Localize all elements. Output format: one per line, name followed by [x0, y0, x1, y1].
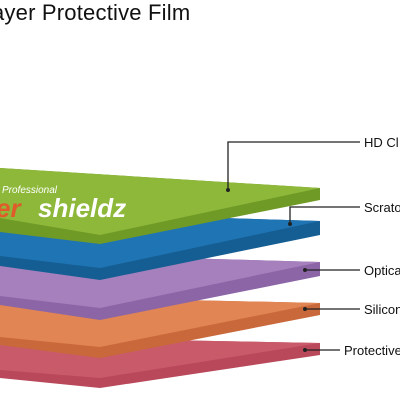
layer-hd-clear-top	[0, 168, 320, 235]
leader-dot-protective	[303, 348, 307, 352]
leader-dot-silicone	[303, 307, 307, 311]
leader-line-hd-clear	[227, 141, 360, 190]
label-optical: Optica	[364, 263, 400, 278]
brand-small: Professional	[2, 185, 58, 196]
brand-main-right: shieldz	[38, 193, 126, 223]
layer-hd-clear: Professional er shieldz	[0, 168, 320, 244]
leader-dot-optical	[303, 268, 307, 272]
label-scratch: Scrato	[364, 200, 400, 215]
leader-dot-scratch	[288, 222, 292, 226]
leader-lines	[227, 141, 360, 351]
label-silicone: Silicon	[364, 302, 400, 317]
leader-line-scratch	[289, 206, 360, 224]
label-protective: Protective	[344, 343, 400, 358]
brand-main-left: er	[0, 193, 22, 223]
leader-dot-hd-clear	[226, 188, 230, 192]
leader-dots	[226, 188, 307, 352]
page-title: ayer Protective Film	[0, 0, 191, 25]
label-hd-clear: HD Cl	[364, 135, 399, 150]
